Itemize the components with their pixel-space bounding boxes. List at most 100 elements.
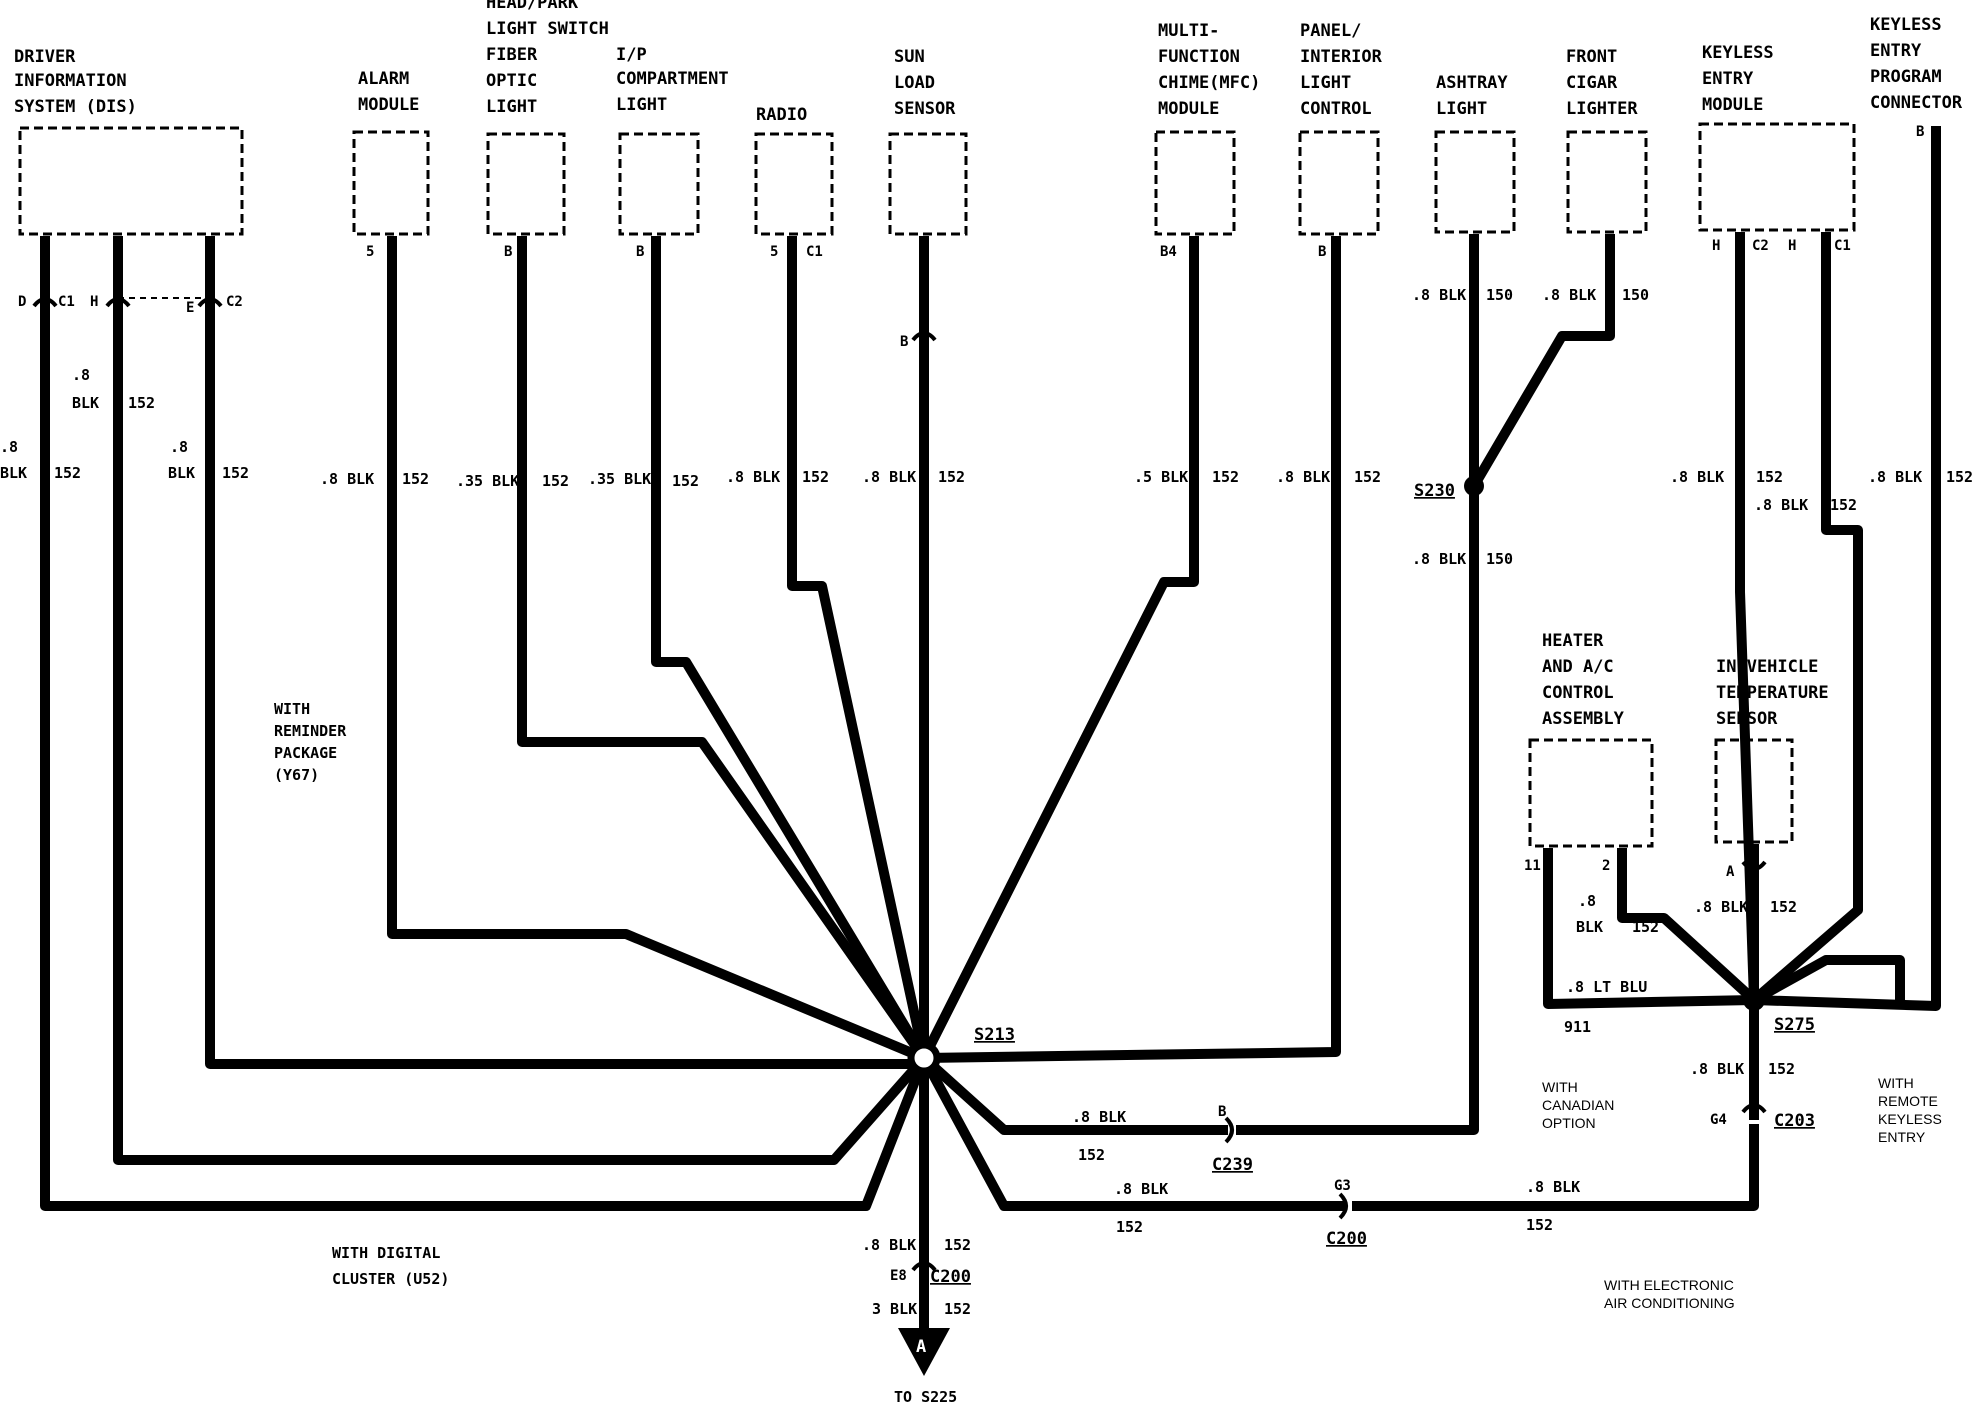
wl-ip-num: 152 <box>672 472 699 490</box>
wl-temp-num: 152 <box>1770 898 1797 916</box>
pin-sun: B <box>900 334 908 350</box>
radio-label: RADIO <box>756 105 807 125</box>
wl-dis-e-color: BLK <box>168 464 195 482</box>
wire-c200-g3 <box>919 1055 1344 1211</box>
keyless-module-box <box>1698 122 1856 232</box>
sun-label-1: SUN <box>894 47 925 67</box>
alarm-label-2: MODULE <box>358 95 419 115</box>
panel-label-3: LIGHT <box>1300 73 1351 93</box>
wl-ground-num: 152 <box>944 1236 971 1254</box>
note-canadian-3: OPTION <box>1542 1115 1596 1131</box>
wl-c239: .8 BLK <box>1072 1108 1126 1126</box>
wl-dis-d-color: BLK <box>0 464 27 482</box>
wire-dis-h <box>113 236 928 1165</box>
keyconn-label-3: PROGRAM <box>1870 67 1942 87</box>
pin-radio-c1: C1 <box>806 244 823 260</box>
wl-sun: .8 BLK <box>862 468 916 486</box>
wl-headpark-num: 152 <box>542 472 569 490</box>
sun-label-3: SENSOR <box>894 99 956 119</box>
splice-s213 <box>907 1041 941 1075</box>
note-digital-1: WITH DIGITAL <box>332 1244 440 1262</box>
wl-kem-c2: .8 BLK <box>1670 468 1724 486</box>
wl-panel-num: 152 <box>1354 468 1381 486</box>
splice-s213-label: S213 <box>974 1025 1015 1045</box>
pin-dis-d: D <box>18 294 26 310</box>
wl-heater2-size: .8 <box>1578 892 1596 910</box>
panel-box <box>1298 130 1380 236</box>
pin-alarm: 5 <box>366 244 374 260</box>
wl-ground-3blk: 3 BLK <box>872 1300 917 1318</box>
mfc-label-4: MODULE <box>1158 99 1219 119</box>
splice-s230-label: S230 <box>1414 481 1455 501</box>
note-reminder-3: PACKAGE <box>274 744 337 762</box>
wl-s275-down: .8 BLK <box>1690 1060 1744 1078</box>
sun-sensor-box <box>888 132 968 236</box>
wl-kem-c1: .8 BLK <box>1754 496 1808 514</box>
heater-label-1: HEATER <box>1542 631 1604 651</box>
wire-panel <box>923 236 1341 1063</box>
wl-dis-h-size: .8 <box>72 366 90 384</box>
wl-alarm-num: 152 <box>402 470 429 488</box>
ip-label-2: COMPARTMENT <box>616 69 729 89</box>
note-digital-2: CLUSTER (U52) <box>332 1270 449 1288</box>
wl-s230: .8 BLK <box>1412 550 1466 568</box>
note-reminder-4: (Y67) <box>274 766 319 784</box>
pin-kem-h1: H <box>1712 238 1720 254</box>
ip-light-box <box>618 132 700 236</box>
wire-dis-d <box>40 236 929 1211</box>
wl-mfc: .5 BLK <box>1134 468 1188 486</box>
pin-keyconn: B <box>1916 124 1924 140</box>
wire-keyconn <box>1753 126 1941 1011</box>
mfc-label-1: MULTI- <box>1158 21 1219 41</box>
c200-pin: G3 <box>1334 1178 1351 1194</box>
wl-dis-h-color: BLK <box>72 394 99 412</box>
ip-label-3: LIGHT <box>616 95 667 115</box>
wl-cigar: .8 BLK <box>1542 286 1596 304</box>
wl-911: 911 <box>1564 1018 1591 1036</box>
pin-radio: 5 <box>770 244 778 260</box>
wl-temp: .8 BLK <box>1694 898 1748 916</box>
keyless-label-3: MODULE <box>1702 95 1763 115</box>
splice-s275-label: S275 <box>1774 1015 1815 1035</box>
ashtray-label-1: ASHTRAY <box>1436 73 1508 93</box>
dis-label-3: SYSTEM (DIS) <box>14 97 137 117</box>
alarm-label-1: ALARM <box>358 69 409 89</box>
pin-dis-c2: C2 <box>226 294 243 310</box>
temp-label-3: SENSOR <box>1716 709 1778 729</box>
keyconn-label-1: KEYLESS <box>1870 15 1942 35</box>
pin-kem-c2: C2 <box>1752 238 1769 254</box>
panel-label-1: PANEL/ <box>1300 21 1361 41</box>
wl-ip: .35 BLK <box>588 470 651 488</box>
wl-heater2-num: 152 <box>1632 918 1659 936</box>
wire-dis-e <box>205 236 924 1069</box>
wl-s230-num: 150 <box>1486 550 1513 568</box>
wl-radio: .8 BLK <box>726 468 780 486</box>
heater-label-4: ASSEMBLY <box>1542 709 1625 729</box>
headpark-label-1: HEAD/PARK <box>486 0 579 13</box>
pin-heater-11: 11 <box>1524 858 1541 874</box>
note-canadian-2: CANADIAN <box>1542 1097 1614 1113</box>
c239-pin: B <box>1218 1104 1226 1120</box>
temp-label-1: IN-VEHICLE <box>1716 657 1818 677</box>
pin-ip: B <box>636 244 644 260</box>
headpark-label-4: OPTIC <box>486 71 537 91</box>
pin-kem-h2: H <box>1788 238 1796 254</box>
pin-heater-2: 2 <box>1602 858 1610 874</box>
heater-label-2: AND A/C <box>1542 657 1614 677</box>
wl-cigar-num: 150 <box>1622 286 1649 304</box>
pin-dis-e: E <box>186 300 194 316</box>
ground-symbol: A <box>916 1337 926 1357</box>
wire-cigar <box>1469 234 1615 489</box>
wl-panel: .8 BLK <box>1276 468 1330 486</box>
wire-heater-2 <box>1617 848 1758 1004</box>
keyless-label-2: ENTRY <box>1702 69 1754 89</box>
note-canadian-1: WITH <box>1542 1079 1578 1095</box>
wl-dis-d-num: 152 <box>54 464 81 482</box>
wl-dis-d-size: .8 <box>0 438 18 456</box>
c239-label: C239 <box>1212 1155 1253 1175</box>
cigar-box <box>1566 130 1648 234</box>
wire-g3-c203 <box>1352 1124 1759 1211</box>
headpark-label-5: LIGHT <box>486 97 537 117</box>
wire-c239 <box>920 1054 1228 1135</box>
pin-kem-c1: C1 <box>1834 238 1851 254</box>
